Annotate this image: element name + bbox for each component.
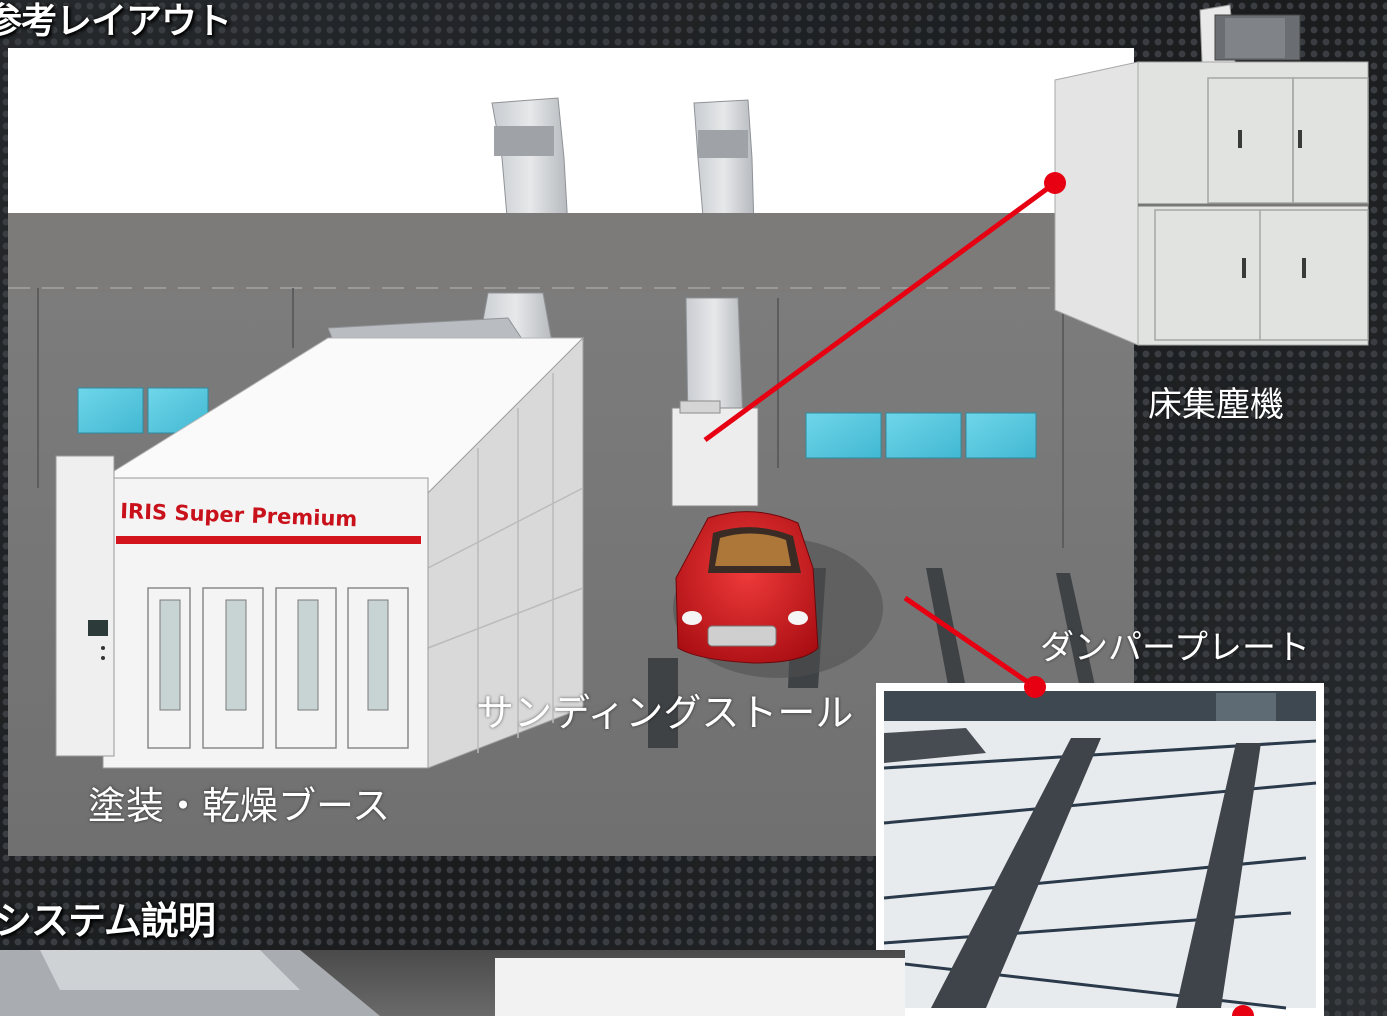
red-car [675,511,819,664]
workshop-scene: IRIS Super Premium [8,48,1134,856]
system-white-plate [495,958,905,1016]
system-render-image [0,950,905,1016]
damper-plate-photo [876,683,1324,1016]
collector-illustration [1054,4,1369,346]
paint-booth-label: 塗装・乾燥ブース [88,784,391,828]
system-heading: システム説明 [0,899,216,943]
damper-plate-illustration [883,691,1317,1010]
floor-collector-photo [1050,0,1380,365]
layout-heading: 参考レイアウト [0,1,232,42]
floor-collector-label: 床集塵機 [1148,385,1284,425]
sanding-stool-label: サンディングストール [476,691,854,735]
damper-plate-label: ダンパープレート [1040,628,1310,668]
paint-booth: IRIS Super Premium [55,336,585,769]
system-duct-shape [0,950,380,1016]
